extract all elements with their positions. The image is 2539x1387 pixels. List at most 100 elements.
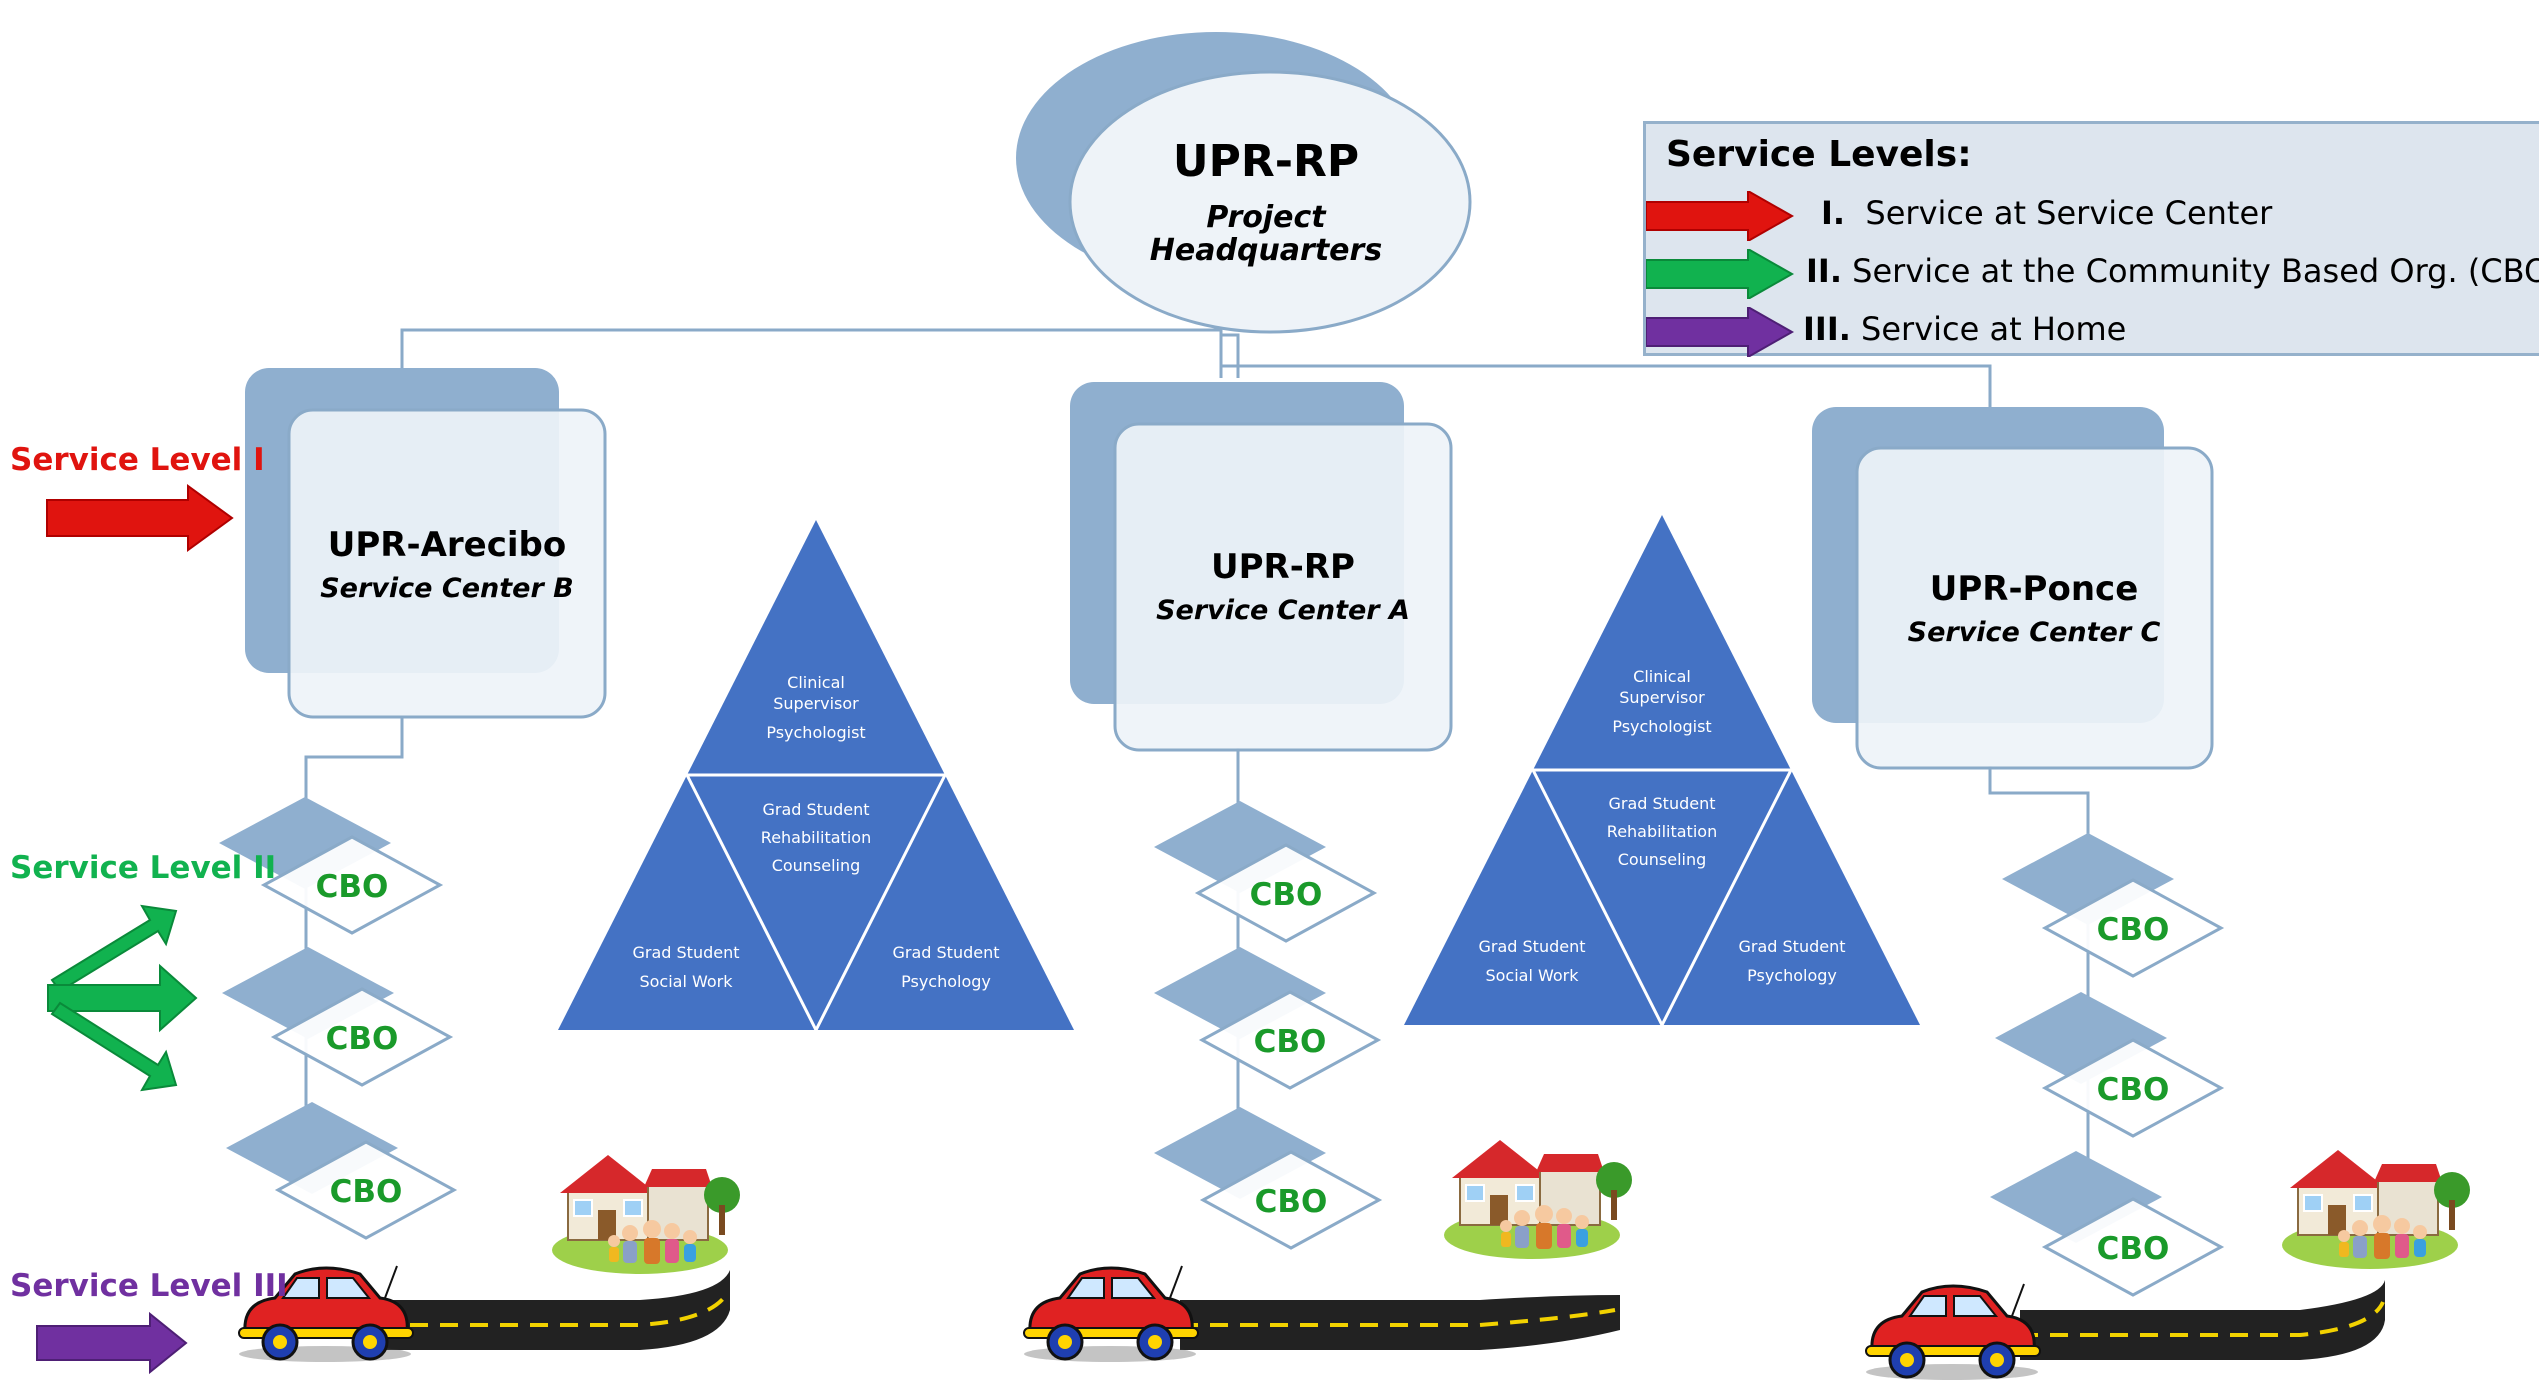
service-level-1-label: Service Level I: [10, 442, 265, 478]
cbo-label: CBO: [1254, 1024, 1327, 1060]
road-icon: [380, 1270, 730, 1350]
triangle-center-line2: Rehabilitation: [1607, 822, 1717, 841]
cbo-diamond: [274, 1140, 458, 1240]
service-center-label: Service Center C: [1908, 617, 2161, 648]
legend-item-level-1: I. Service at Service Center: [1821, 194, 2272, 232]
cbo-node: CBO: [219, 797, 444, 935]
legend-arrow-level-2: [1646, 249, 1795, 299]
triangle-center-line3: Counseling: [772, 856, 861, 875]
triangle-top-line1: Clinical: [787, 673, 845, 692]
level-2-arrows: [47, 904, 198, 1092]
triangle-top-line3: Psychologist: [1612, 717, 1711, 736]
home-service-scene-left: [237, 1154, 741, 1364]
service-center-rp: UPR-RP Service Center A: [1070, 382, 1453, 752]
cbo-label: CBO: [330, 1174, 403, 1210]
cbo-diamond: [2041, 878, 2225, 978]
car-icon: [1864, 1282, 2042, 1382]
cbo-label: CBO: [2097, 912, 2170, 948]
triangle-top-line2: Supervisor: [1619, 688, 1705, 707]
triangle-left-line2: Social Work: [1485, 966, 1579, 985]
service-center-name: UPR-Ponce: [1930, 569, 2139, 609]
triangle-center-line3: Counseling: [1618, 850, 1707, 869]
legend-arrow-level-3: [1646, 307, 1795, 357]
cbo-node: CBO: [1990, 1151, 2225, 1297]
triangle-top-line1: Clinical: [1633, 667, 1691, 686]
legend-numeral: I.: [1821, 194, 1846, 232]
cbo-node: CBO: [226, 1102, 458, 1240]
cbo-label: CBO: [326, 1021, 399, 1057]
cbo-diamond: [2041, 1197, 2225, 1297]
house-icon: [1443, 1139, 1633, 1260]
level-3-arrow: [36, 1311, 188, 1375]
cbo-node: CBO: [1154, 1107, 1383, 1250]
legend-numeral: II.: [1806, 252, 1842, 290]
connector-ponce-cbo: [1988, 766, 2090, 1200]
service-center-ponce: UPR-Ponce Service Center C: [1812, 407, 2214, 770]
triangle-right-line2: Psychology: [901, 972, 991, 991]
legend-numeral: III.: [1803, 310, 1851, 348]
legend-arrow-level-1: [1646, 191, 1795, 241]
cbo-diamond: [260, 835, 444, 935]
connector-hq-rp: [1221, 333, 1240, 378]
service-center-label: Service Center A: [1156, 595, 1410, 626]
legend-text: Service at Service Center: [1865, 194, 2273, 232]
service-center-label: Service Center B: [320, 573, 574, 604]
team-triangle-left: Clinical Supervisor Psychologist Grad St…: [556, 518, 1076, 1032]
cbo-node: CBO: [1995, 992, 2225, 1138]
home-service-scene-center: [1022, 1139, 1633, 1364]
cbo-layer: CBO CBO CBO CBO CBO CBO CBO CBO CBO: [219, 797, 2225, 1297]
triangle-top-line2: Supervisor: [773, 694, 859, 713]
legend-title: Service Levels:: [1666, 134, 1972, 175]
legend-text: Service at the Community Based Org. (CBO…: [1852, 252, 2539, 290]
cbo-label: CBO: [2097, 1072, 2170, 1108]
cbo-label: CBO: [1255, 1184, 1328, 1220]
service-center-name: UPR-RP: [1211, 547, 1355, 587]
connector-hq-ponce: [1221, 364, 1992, 410]
service-center-name: UPR-Arecibo: [328, 525, 566, 565]
level-1-arrow: [46, 484, 234, 552]
triangle-center-line1: Grad Student: [1608, 794, 1715, 813]
triangle-left-line1: Grad Student: [632, 943, 739, 962]
hq-subtitle-line1: Project: [1206, 200, 1327, 235]
triangle-left-line1: Grad Student: [1478, 937, 1585, 956]
cbo-diamond: [2041, 1038, 2225, 1138]
triangle-left-line2: Social Work: [639, 972, 733, 991]
house-icon: [2281, 1149, 2471, 1270]
cbo-diamond: [1194, 843, 1378, 943]
connector-hq-arecibo: [400, 328, 1223, 378]
cbo-label: CBO: [316, 869, 389, 905]
cbo-label: CBO: [2097, 1231, 2170, 1267]
cbo-node: CBO: [1154, 801, 1378, 943]
car-icon: [1022, 1264, 1200, 1364]
service-level-3-label: Service Level III: [10, 1268, 288, 1304]
headquarters-node: UPR-RP Project Headquarters: [1016, 32, 1472, 334]
cbo-diamond: [1199, 1150, 1383, 1250]
road-icon: [1180, 1295, 1620, 1350]
home-service-scene-right: [1864, 1149, 2471, 1382]
house-icon: [551, 1154, 741, 1275]
legend-text: Service at Home: [1861, 310, 2127, 348]
cbo-node: CBO: [222, 947, 454, 1087]
cbo-label: CBO: [1250, 877, 1323, 913]
road-icon: [2020, 1280, 2385, 1360]
service-center-arecibo: UPR-Arecibo Service Center B: [245, 368, 607, 719]
cbo-diamond: [270, 987, 454, 1087]
hq-title: UPR-RP: [1173, 136, 1359, 187]
triangle-top-line3: Psychologist: [766, 723, 865, 742]
triangle-right-line1: Grad Student: [892, 943, 999, 962]
legend-item-level-3: III. Service at Home: [1803, 310, 2126, 348]
cbo-node: CBO: [2002, 833, 2225, 978]
triangle-right-line2: Psychology: [1747, 966, 1837, 985]
triangle-center-line1: Grad Student: [762, 800, 869, 819]
service-levels-legend: Service Levels: I. Service at Service Ce…: [1643, 121, 2539, 357]
cbo-diamond: [1198, 990, 1382, 1090]
cbo-node: CBO: [1154, 947, 1382, 1090]
hq-subtitle-line2: Headquarters: [1150, 233, 1382, 268]
legend-item-level-2: II. Service at the Community Based Org. …: [1806, 252, 2539, 290]
triangle-center-line2: Rehabilitation: [761, 828, 871, 847]
triangle-right-line1: Grad Student: [1738, 937, 1845, 956]
team-triangle-right: Clinical Supervisor Psychologist Grad St…: [1402, 513, 1922, 1027]
service-level-2-label: Service Level II: [10, 850, 277, 886]
